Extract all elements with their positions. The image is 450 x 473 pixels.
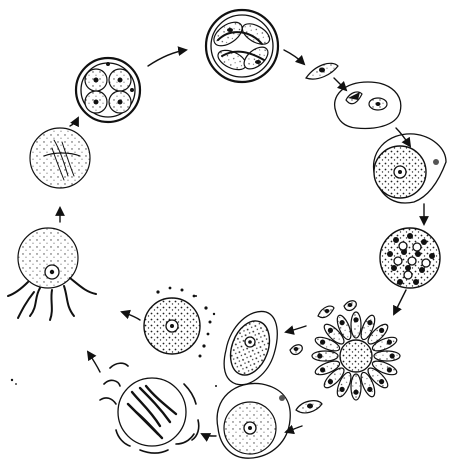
merozoite-nucleus [328,379,333,384]
merozoite-nucleus [317,353,322,358]
merozoite-nucleus [320,340,325,345]
arrow-7 [286,326,306,332]
merozoite-nucleus [353,390,358,395]
merozoite-nucleus [387,340,392,345]
merozoite-nucleus [379,328,384,333]
microgametes [100,363,199,453]
arrow-3 [334,78,346,90]
arrow-11 [122,312,140,320]
merozoite-petal [374,351,400,361]
macrogamete [144,287,215,358]
arrow-2 [284,50,304,64]
arrow-10 [88,352,100,372]
merozoite-nucleus [320,367,325,372]
sporozoite [306,63,338,79]
arrow-9 [202,434,216,436]
merozoite-nucleus [390,353,395,358]
merozoite-petal [312,351,338,361]
merozoite-nucleus [367,320,372,325]
sporulating-oocyst [76,58,140,122]
merozoite-petal [351,312,361,338]
trophozoite-in-cell [374,134,446,203]
arrow-13 [70,118,78,126]
fertilization [8,228,96,320]
arrow-1 [148,50,186,66]
schizont [380,228,440,288]
merozoite-nucleus [340,387,345,392]
merozoite-petal [351,374,361,400]
oocyst-sporozoites [206,10,278,82]
segmenting-schizont [312,312,400,400]
merozoite-nucleus [379,379,384,384]
merozoite-nucleus [367,387,372,392]
merozoite-nucleus [353,317,358,322]
microgametocyte [224,311,278,384]
merozoite-nucleus [340,320,345,325]
zygote [30,128,90,188]
arrow-6 [394,290,406,314]
merozoite-nucleus [328,328,333,333]
macrogametocyte [217,383,290,458]
merozoite-nucleus [387,367,392,372]
